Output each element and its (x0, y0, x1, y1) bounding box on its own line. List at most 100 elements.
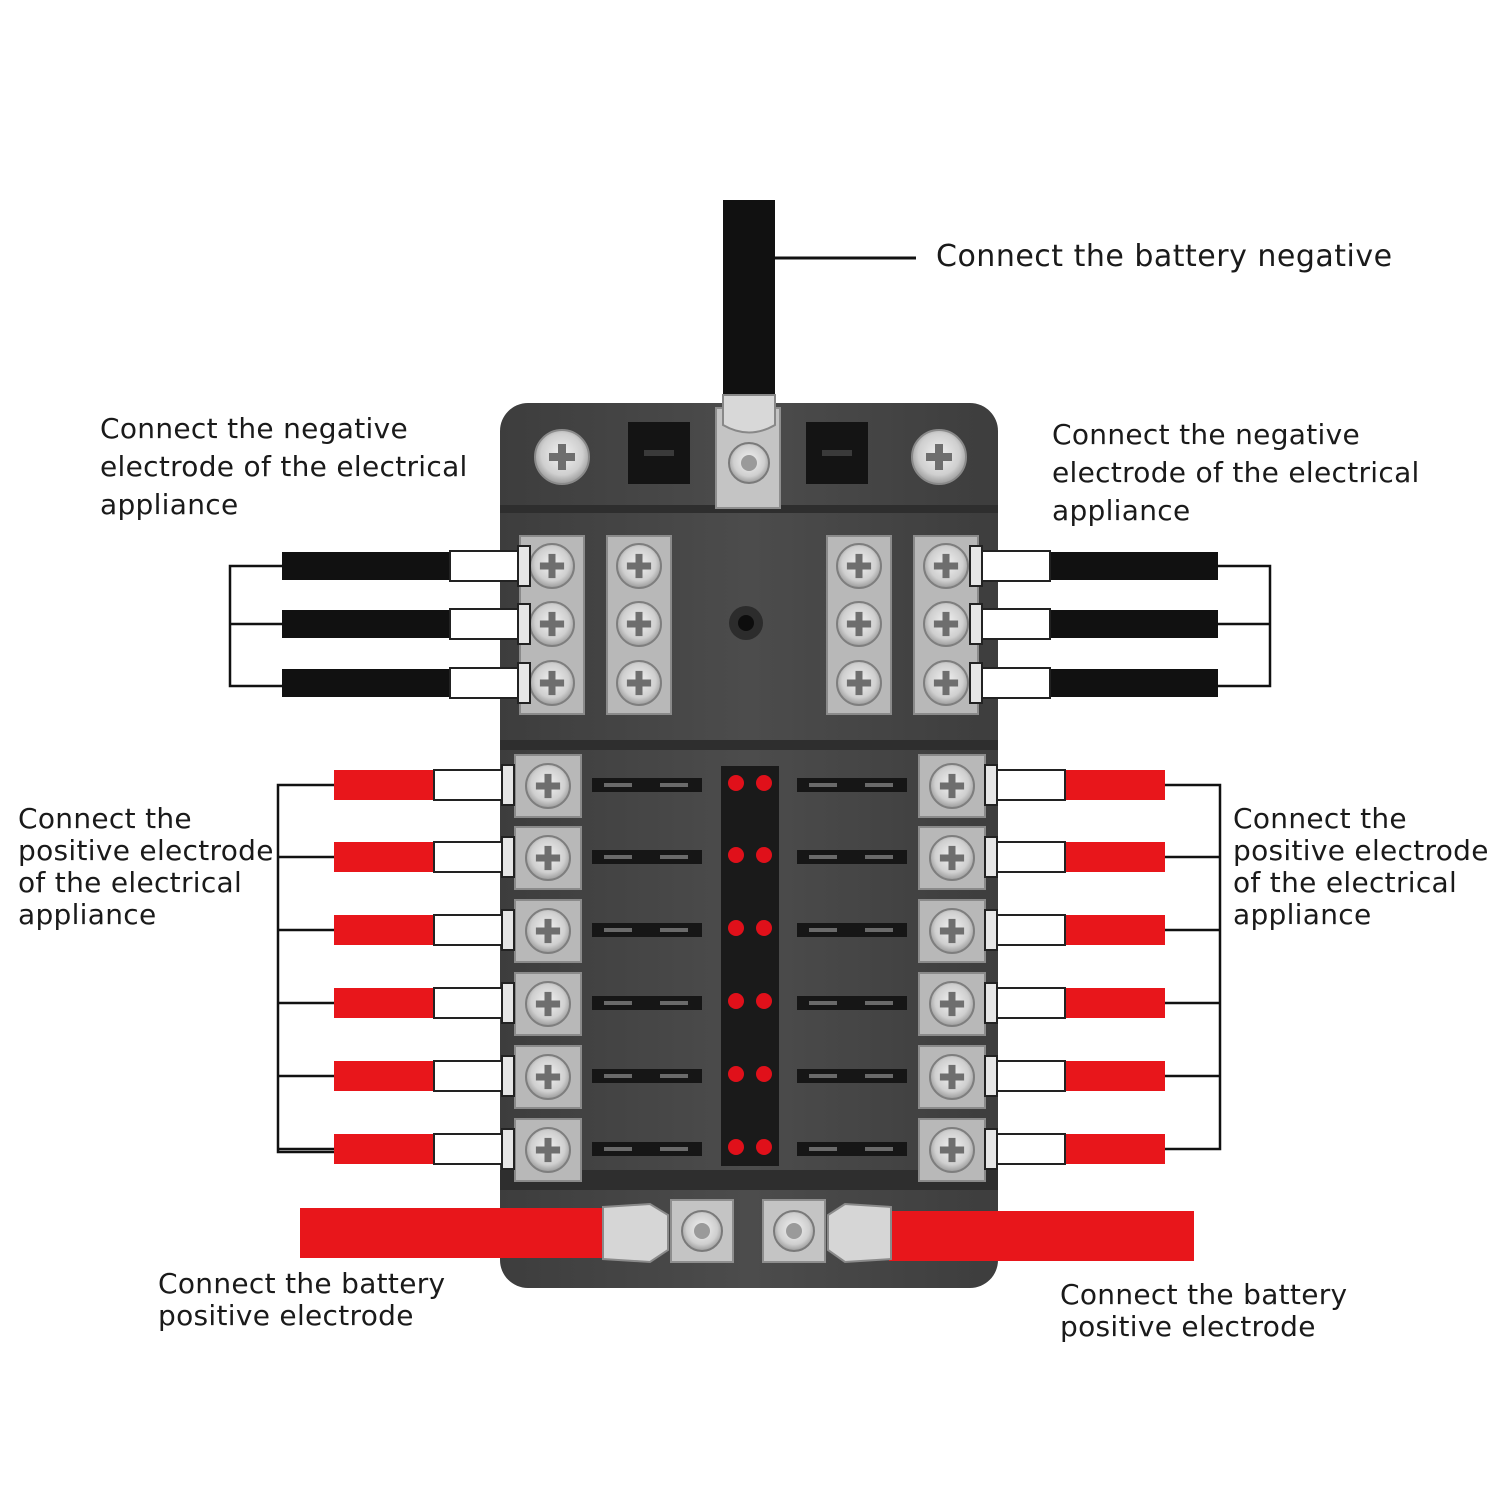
positive-wire-right-4 (1065, 988, 1165, 1018)
positive-wire-left-2 (334, 842, 434, 872)
positive-wire-right-1 (1065, 770, 1165, 800)
fuse-slot-left-6 (592, 1142, 702, 1156)
fuse-screw-left-6 (525, 1127, 571, 1173)
positive-ring-right-2 (984, 836, 1066, 878)
fuse-screw-right-4 (929, 981, 975, 1027)
positive-wire-right-5 (1065, 1061, 1165, 1091)
negative-screw-2-2 (616, 601, 662, 647)
negative-wire-left-3 (282, 669, 450, 697)
fuse-slot-right-6 (797, 1142, 907, 1156)
fuse-slot-left-4 (592, 996, 702, 1010)
fuse-slot-left-5 (592, 1069, 702, 1083)
led-right-2 (756, 847, 772, 863)
negative-wire-left-1 (282, 552, 450, 580)
negative-screw-4-3 (923, 660, 969, 706)
led-right-1 (756, 775, 772, 791)
negative-wire-right-2 (1050, 610, 1218, 638)
positive-ring-left-3 (433, 909, 515, 951)
negative-screw-2-1 (616, 543, 662, 589)
positive-wire-left-4 (334, 988, 434, 1018)
fuse-screw-left-2 (525, 835, 571, 881)
fuse-slot-right-5 (797, 1069, 907, 1083)
led-right-3 (756, 920, 772, 936)
fuse-slot-right-3 (797, 923, 907, 937)
negative-screw-3-1 (836, 543, 882, 589)
led-left-1 (728, 775, 744, 791)
negative-screw-2-3 (616, 660, 662, 706)
negative-wire-right-3 (1050, 669, 1218, 697)
positive-ring-left-2 (433, 836, 515, 878)
negative-screw-4-2 (923, 601, 969, 647)
positive-ring-right-4 (984, 982, 1066, 1024)
fuse-screw-right-3 (929, 908, 975, 954)
led-right-6 (756, 1139, 772, 1155)
led-left-3 (728, 920, 744, 936)
fuse-slot-left-3 (592, 923, 702, 937)
fuse-slot-left-1 (592, 778, 702, 792)
label-positive-right: Connect the positive electrode of the el… (1233, 802, 1489, 931)
positive-ring-left-1 (433, 764, 515, 806)
fuse-slot-right-1 (797, 778, 907, 792)
positive-ring-left-6 (433, 1128, 515, 1170)
negative-ring-right-3 (969, 662, 1051, 704)
led-left-2 (728, 847, 744, 863)
label-battery-positive-left: Connect the battery positive electrode (158, 1267, 446, 1332)
fuse-slot-right-2 (797, 850, 907, 864)
negative-terminal-area (519, 535, 979, 715)
negative-ring-right-2 (969, 603, 1051, 645)
mounting-hole (729, 606, 763, 640)
positive-bus-line-right (1165, 783, 1222, 1151)
negative-bus-line-right (1218, 564, 1272, 688)
top-left-screw (534, 429, 590, 485)
negative-appliance-wires (228, 545, 1272, 704)
label-negative-left: Connect the negative electrode of the el… (100, 412, 468, 521)
battery-positive-terminal-right (762, 1199, 826, 1263)
positive-wire-left-5 (334, 1061, 434, 1091)
top-right-screw (911, 429, 967, 485)
label-negative-right: Connect the negative electrode of the el… (1052, 418, 1420, 527)
fuse-screw-left-3 (525, 908, 571, 954)
negative-screw-3-2 (836, 601, 882, 647)
label-battery-positive-right: Connect the battery positive electrode (1060, 1278, 1348, 1343)
negative-ring-left-2 (449, 603, 531, 645)
led-left-4 (728, 993, 744, 1009)
fuse-screw-right-1 (929, 763, 975, 809)
fuse-area (514, 754, 986, 1182)
positive-ring-left-5 (433, 1055, 515, 1097)
fuse-slot-right-4 (797, 996, 907, 1010)
negative-ring-left-3 (449, 662, 531, 704)
battery-positive-cable-left (300, 1202, 669, 1264)
positive-bus-line-left (276, 783, 334, 1154)
positive-ring-right-5 (984, 1055, 1066, 1097)
fuse-screw-left-1 (525, 763, 571, 809)
positive-wire-right-3 (1065, 915, 1165, 945)
negative-ring-left-1 (449, 545, 531, 587)
fuse-slot-left-2 (592, 850, 702, 864)
battery-positive-terminal-left (670, 1199, 734, 1263)
negative-screw-1-3 (529, 660, 575, 706)
negative-wire-right-1 (1050, 552, 1218, 580)
label-battery-negative: Connect the battery negative (936, 239, 1393, 274)
positive-wire-left-1 (334, 770, 434, 800)
positive-ring-right-6 (984, 1128, 1066, 1170)
negative-bus-line-left (228, 564, 282, 688)
fuse-screw-left-5 (525, 1054, 571, 1100)
negative-screw-3-3 (836, 660, 882, 706)
label-positive-left: Connect the positive electrode of the el… (18, 802, 274, 931)
positive-ring-left-4 (433, 982, 515, 1024)
fuse-screw-right-6 (929, 1127, 975, 1173)
fuse-screw-right-2 (929, 835, 975, 881)
battery-negative-cable (723, 200, 916, 410)
led-left-5 (728, 1066, 744, 1082)
negative-screw-4-1 (923, 543, 969, 589)
negative-screw-1-1 (529, 543, 575, 589)
negative-bus-terminal (715, 394, 781, 509)
negative-wire-left-2 (282, 610, 450, 638)
positive-ring-right-3 (984, 909, 1066, 951)
battery-positive-terminals (300, 1199, 1194, 1264)
positive-appliance-wires (276, 764, 1222, 1170)
fuse-screw-left-4 (525, 981, 571, 1027)
positive-ring-right-1 (984, 764, 1066, 806)
positive-wire-left-3 (334, 915, 434, 945)
